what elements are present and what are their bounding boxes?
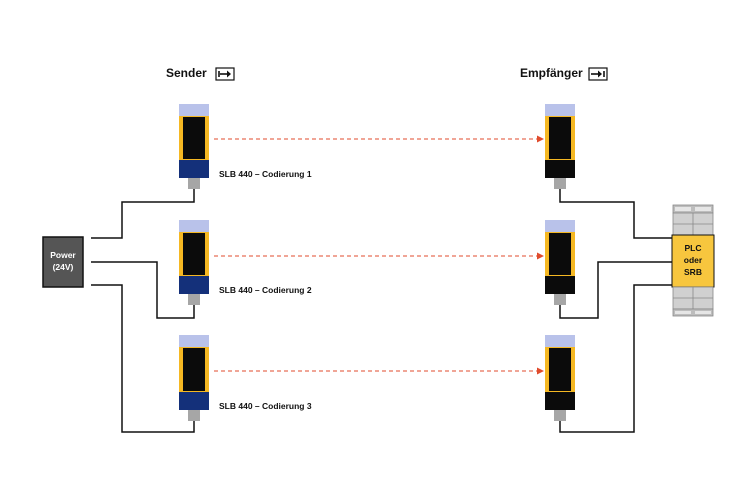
plc-wiring <box>559 189 672 433</box>
channel-label-2: SLB 440 – Codierung 2 <box>219 285 312 295</box>
power-wiring <box>91 189 195 433</box>
power-label: Power <box>50 250 76 260</box>
beam-arrow-icon <box>537 367 544 375</box>
channel-label-3: SLB 440 – Codierung 3 <box>219 401 312 411</box>
sender-header: Sender <box>166 66 207 80</box>
channel-3: SLB 440 – Codierung 3 <box>179 335 575 421</box>
receiver-header: Empfänger <box>520 66 583 80</box>
beam-arrow-icon <box>537 135 544 143</box>
sender-icon <box>215 67 235 81</box>
receiver-unit-2 <box>545 220 575 305</box>
channel-1: SLB 440 – Codierung 1 <box>179 104 575 189</box>
beam-arrow-icon <box>537 252 544 260</box>
channel-label-1: SLB 440 – Codierung 1 <box>219 169 312 179</box>
receiver-unit-1 <box>545 104 575 189</box>
power-voltage-label: (24V) <box>53 262 74 272</box>
receiver-icon <box>588 67 608 81</box>
receiver-unit-3 <box>545 335 575 421</box>
plc-label-line3: SRB <box>684 267 702 277</box>
plc-controller: PLC oder SRB <box>671 204 715 317</box>
plc-label-line1: PLC <box>685 243 702 253</box>
sender-unit-1 <box>179 104 209 189</box>
sender-unit-2 <box>179 220 209 305</box>
power-supply: Power (24V) <box>42 236 84 288</box>
plc-label-line2: oder <box>684 255 703 265</box>
channel-2: SLB 440 – Codierung 2 <box>179 220 575 305</box>
sender-unit-3 <box>179 335 209 421</box>
